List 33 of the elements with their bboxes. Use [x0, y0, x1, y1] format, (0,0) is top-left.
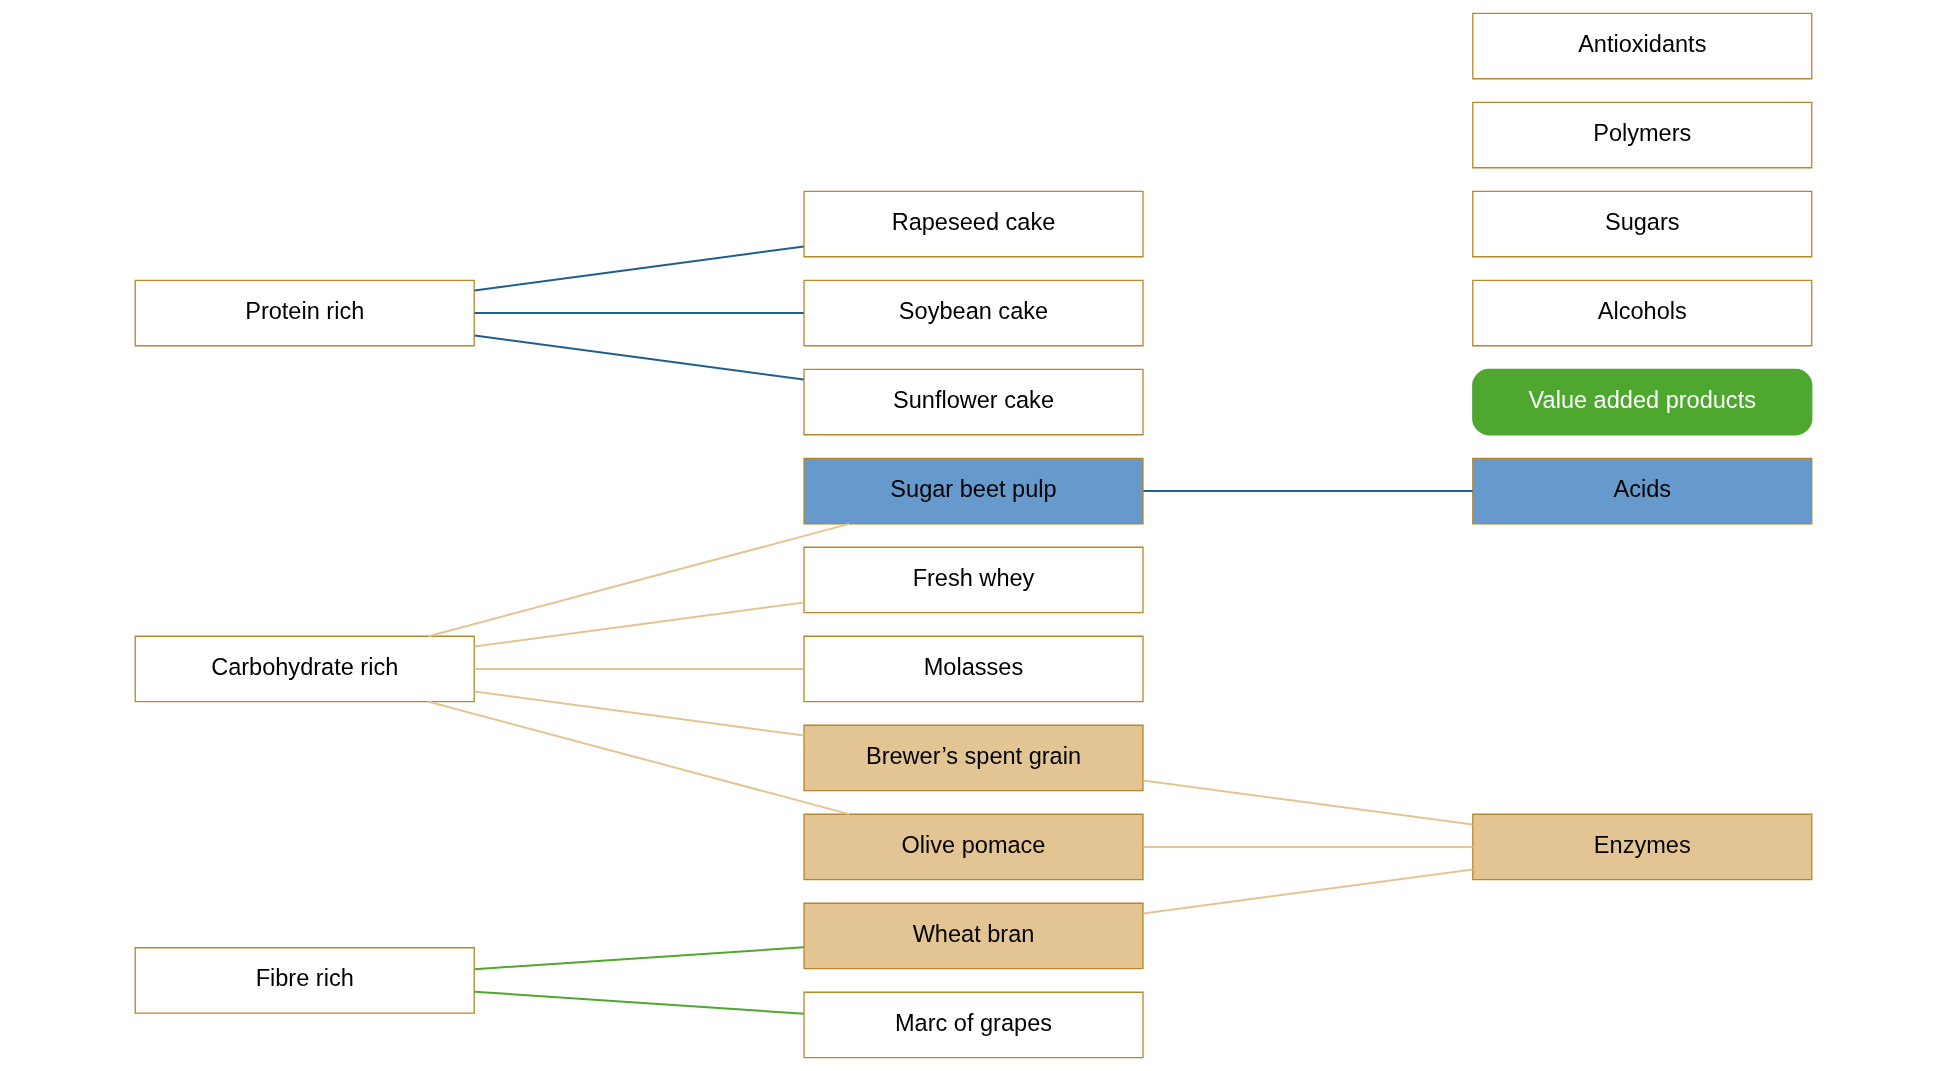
node-box: Enzymes [1471, 813, 1812, 881]
connector [473, 946, 805, 971]
node-box: Olive pomace [802, 813, 1144, 881]
connector [473, 601, 805, 648]
connector [473, 668, 805, 670]
node-box: Marc of grapes [802, 991, 1144, 1059]
connector [473, 312, 805, 314]
connector [473, 245, 805, 292]
connector [1141, 868, 1474, 915]
connector [1141, 779, 1474, 826]
node-box: Soybean cake [802, 279, 1144, 347]
connector [1141, 846, 1474, 848]
node-box: Alcohols [1471, 279, 1812, 347]
node-box: Antioxidants [1471, 12, 1812, 80]
node-box: Wheat bran [802, 902, 1144, 970]
node-box: Carbohydrate rich [134, 635, 475, 703]
connector [473, 334, 805, 381]
node-box: Molasses [802, 635, 1144, 703]
node-box: Sugar beet pulp [802, 457, 1144, 525]
node-box: Polymers [1471, 101, 1812, 169]
node-box: Rapeseed cake [802, 190, 1144, 258]
node-box: Fresh whey [802, 546, 1144, 614]
node-box: Sunflower cake [802, 368, 1144, 436]
node-box: Brewer’s spent grain [802, 724, 1144, 792]
node-box: Fibre rich [134, 947, 475, 1014]
node-box: Protein rich [134, 279, 475, 347]
connector [427, 522, 850, 638]
node-box: Value added products [1471, 368, 1812, 436]
connector [473, 990, 805, 1015]
node-box: Acids [1471, 457, 1812, 525]
node-box: Sugars [1471, 190, 1812, 258]
connector [1141, 490, 1474, 492]
connector [473, 690, 805, 737]
